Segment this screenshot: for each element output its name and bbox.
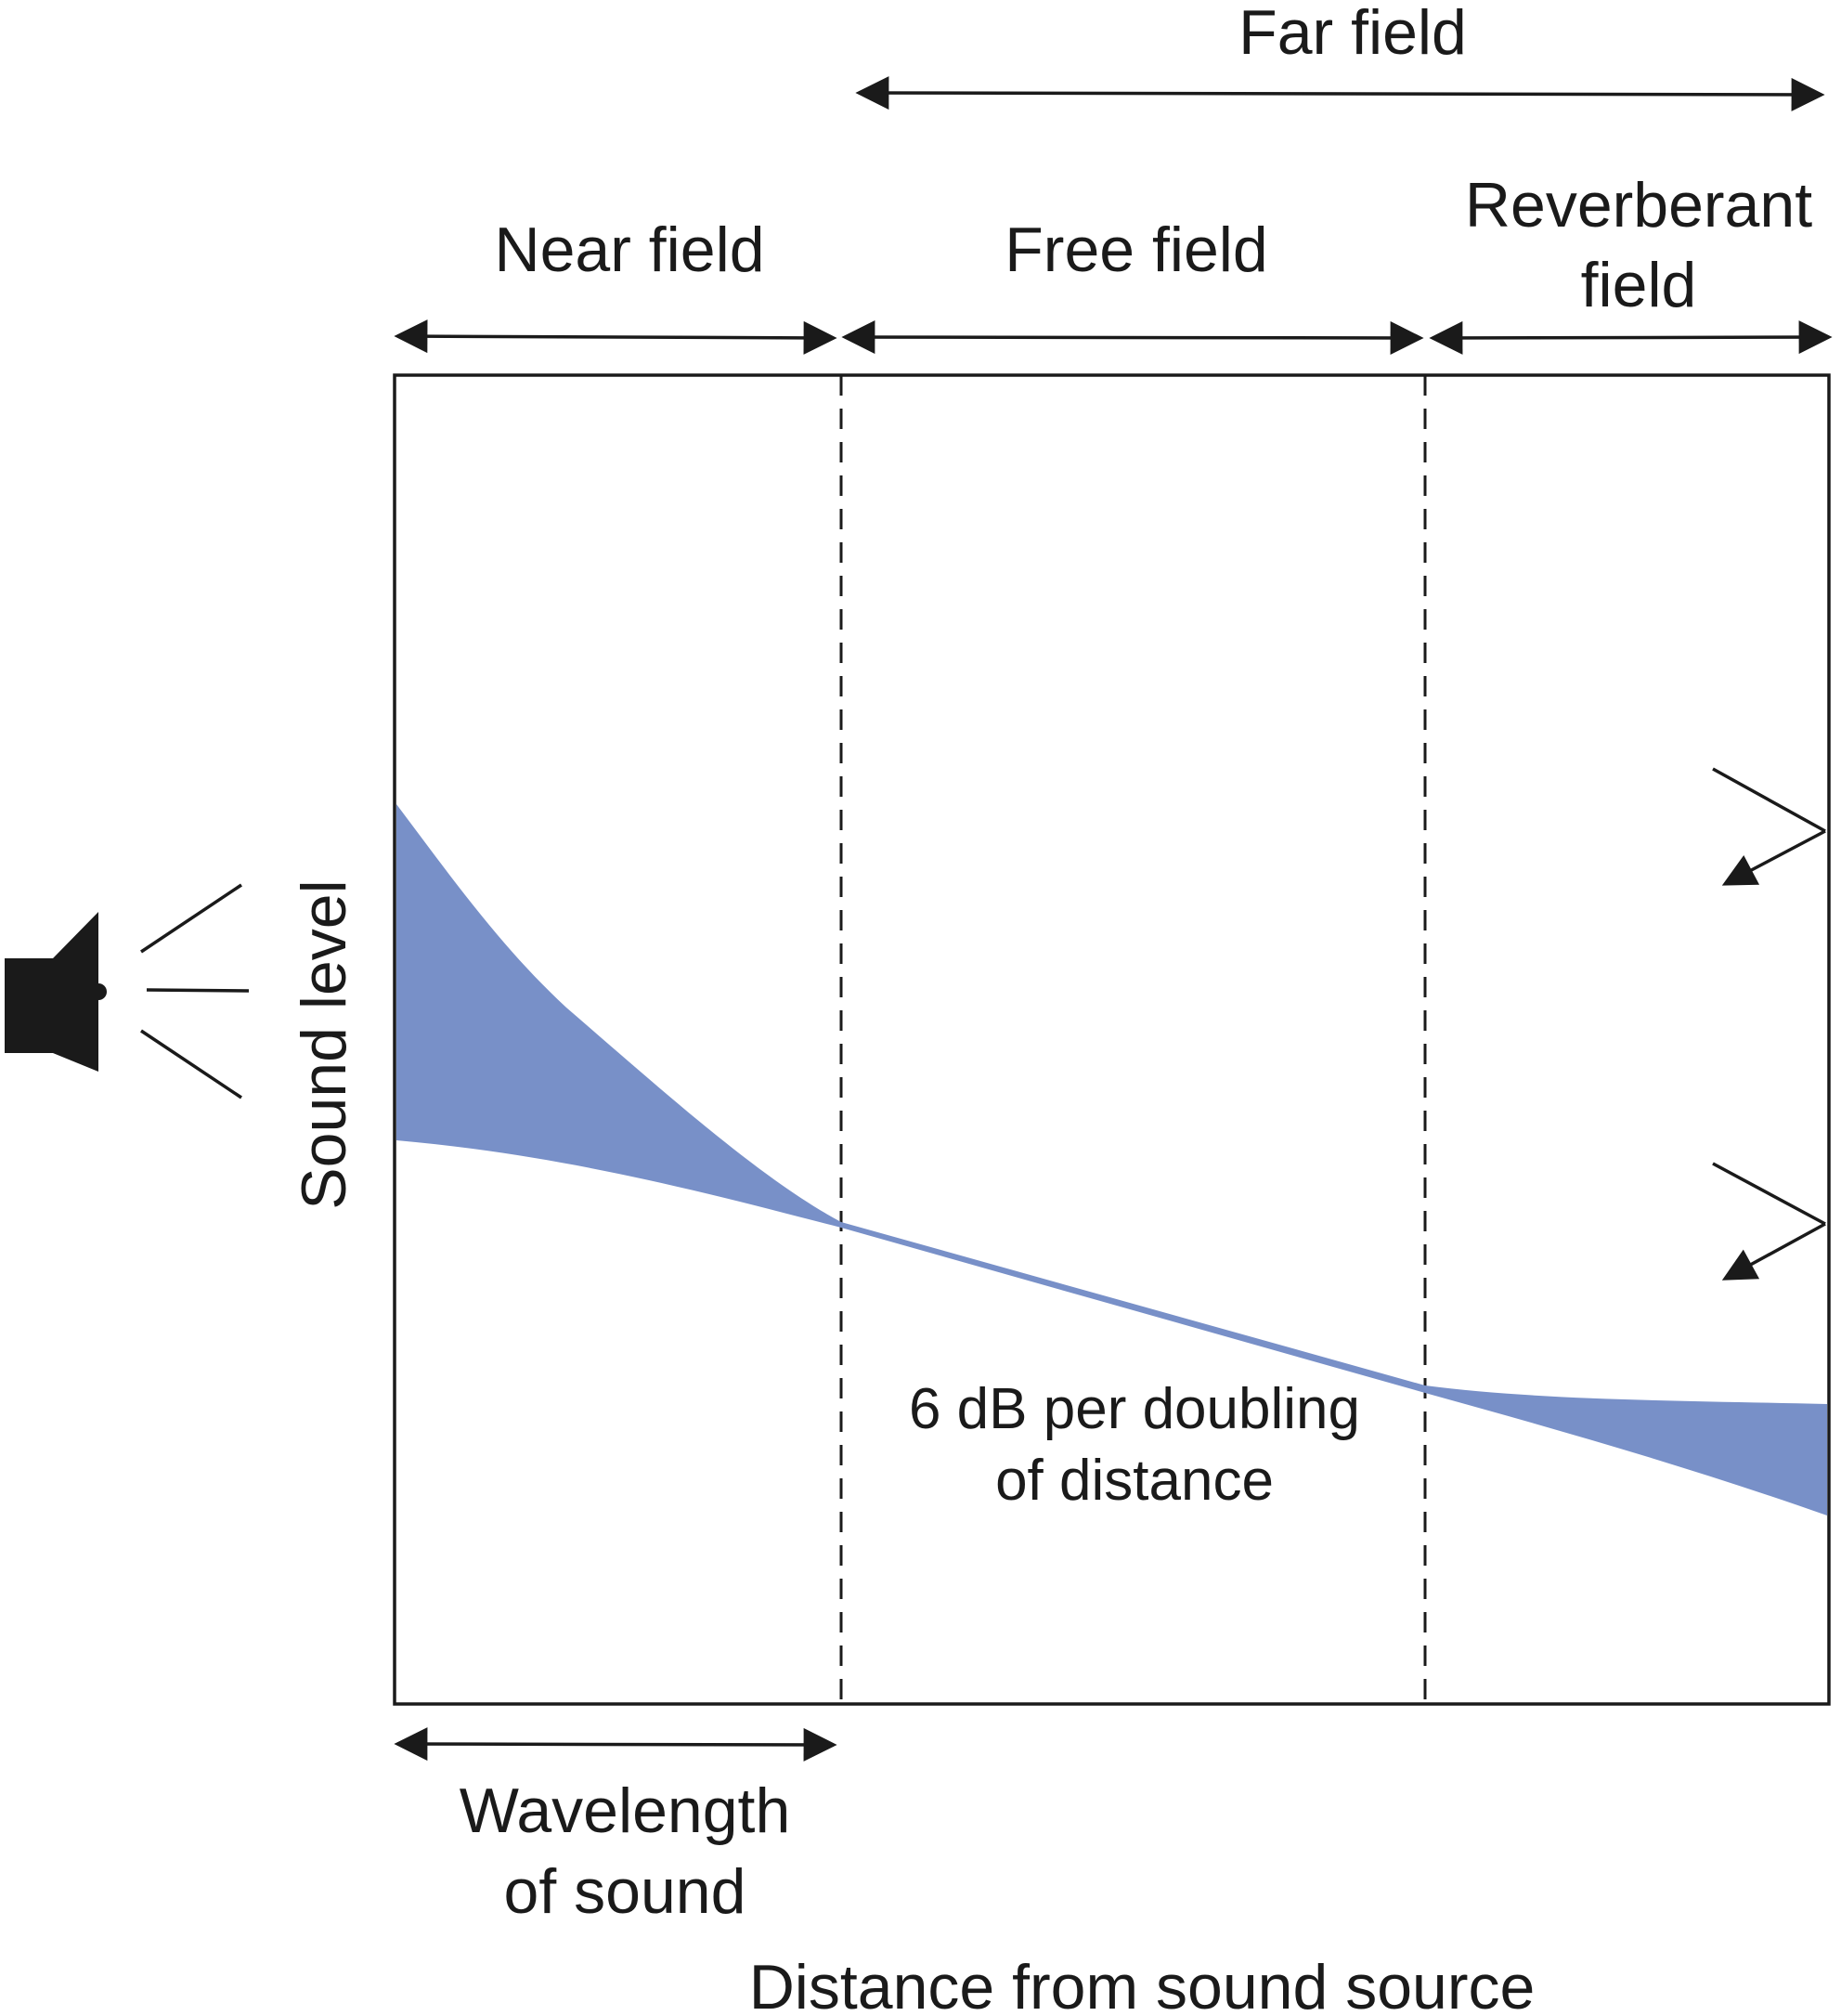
reverberant-field-label-line1: Reverberant — [1465, 170, 1812, 241]
sound-wave-lines — [140, 883, 250, 1099]
far-field-arrow — [855, 76, 1825, 111]
plot-frame — [393, 373, 1831, 1706]
reverberant-field-label-line2: field — [1581, 250, 1697, 320]
near-field-label: Near field — [494, 215, 764, 285]
loudspeaker-icon — [5, 912, 107, 1072]
sound-level-band — [396, 804, 1827, 1515]
slope-label-line1: 6 dB per doubling — [909, 1377, 1360, 1441]
near-field-arrow — [394, 319, 837, 355]
wavelength-label-line2: of sound — [504, 1856, 746, 1927]
reflection-arrow-icon — [1712, 1162, 1826, 1281]
x-axis-label: Distance from sound source — [749, 1952, 1536, 2016]
wavelength-arrow — [394, 1727, 837, 1762]
wavelength-label-line1: Wavelength — [460, 1775, 791, 1846]
reverberant-field-arrow — [1429, 320, 1833, 355]
far-field-label: Far field — [1238, 0, 1467, 68]
free-field-label: Free field — [1005, 215, 1267, 285]
reflection-arrow-icon — [1712, 767, 1826, 886]
y-axis-label: Sound level — [289, 879, 359, 1209]
slope-label-line2: of distance — [995, 1449, 1274, 1513]
free-field-arrow — [841, 320, 1424, 355]
